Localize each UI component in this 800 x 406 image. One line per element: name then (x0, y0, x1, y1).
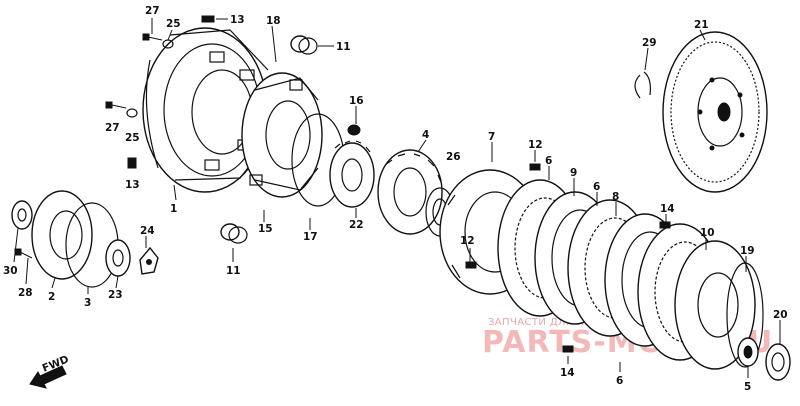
part-bearing (737, 337, 759, 367)
callout-8: 8 (612, 191, 619, 203)
part-pin-13-top (201, 15, 215, 23)
callout-22: 22 (349, 219, 364, 231)
part-pin-14-top (659, 221, 671, 229)
part-pin-16 (347, 124, 361, 136)
callout-11: 11 (226, 265, 241, 277)
part-pin-13-left (127, 157, 137, 169)
part-spring-bottom (220, 223, 248, 244)
part-lock (139, 246, 159, 275)
part-small-seal (11, 200, 33, 230)
callout-13: 13 (230, 14, 245, 26)
callout-7: 7 (488, 131, 495, 143)
fwd-arrow-icon (29, 365, 67, 389)
callout-21: 21 (694, 19, 709, 31)
callout-29: 29 (642, 37, 657, 49)
callout-30: 30 (3, 265, 18, 277)
callout-15: 15 (258, 223, 273, 235)
fwd-indicator: FWD (29, 353, 71, 389)
part-washer-25-mid (126, 108, 138, 118)
callout-10: 10 (700, 227, 715, 239)
part-snap-ring (726, 262, 764, 368)
callout-18: 18 (266, 15, 281, 27)
part-seal (765, 343, 791, 381)
callout-23: 23 (108, 289, 123, 301)
part-drive-gear (329, 140, 375, 208)
callout-3: 3 (84, 297, 91, 309)
part-pin-12-top (529, 163, 541, 171)
callout-16: 16 (349, 95, 364, 107)
callout-4: 4 (422, 129, 429, 141)
callout-1: 1 (170, 203, 177, 215)
part-pin-14-bottom (562, 345, 574, 353)
callout-labels: 27 25 13 18 11 27 25 16 13 1 4 7 12 26 6… (3, 5, 788, 393)
callout-12: 12 (460, 235, 475, 247)
leader-lines (13, 18, 781, 378)
callout-25: 25 (125, 132, 140, 144)
callout-5: 5 (744, 381, 751, 393)
callout-12: 12 (528, 139, 543, 151)
callout-27: 27 (145, 5, 160, 17)
callout-2: 2 (48, 291, 55, 303)
part-bolt-27-mid (105, 101, 127, 109)
part-cover (31, 190, 93, 280)
part-driven-gear (662, 31, 768, 193)
part-pin-12-bottom (465, 261, 477, 269)
callout-25: 25 (166, 18, 181, 30)
callout-13: 13 (125, 179, 140, 191)
part-clutch-outer (142, 27, 269, 193)
callout-28: 28 (18, 287, 33, 299)
callout-26: 26 (446, 151, 461, 163)
callout-17: 17 (303, 231, 318, 243)
callout-24: 24 (140, 225, 155, 237)
callout-19: 19 (740, 245, 755, 257)
part-circlip (634, 71, 651, 99)
part-bolt-27-top (142, 33, 163, 41)
callout-14: 14 (660, 203, 675, 215)
callout-14: 14 (560, 367, 575, 379)
callout-11: 11 (336, 41, 351, 53)
callout-6: 6 (616, 375, 623, 387)
part-bolt-28 (14, 248, 33, 259)
callout-6: 6 (545, 155, 552, 167)
part-spring-top (290, 35, 318, 55)
callout-27: 27 (105, 122, 120, 134)
part-damper-plate (241, 72, 323, 198)
callout-9: 9 (570, 167, 577, 179)
callout-20: 20 (773, 309, 788, 321)
callout-6: 6 (593, 181, 600, 193)
part-spacer (105, 239, 131, 277)
